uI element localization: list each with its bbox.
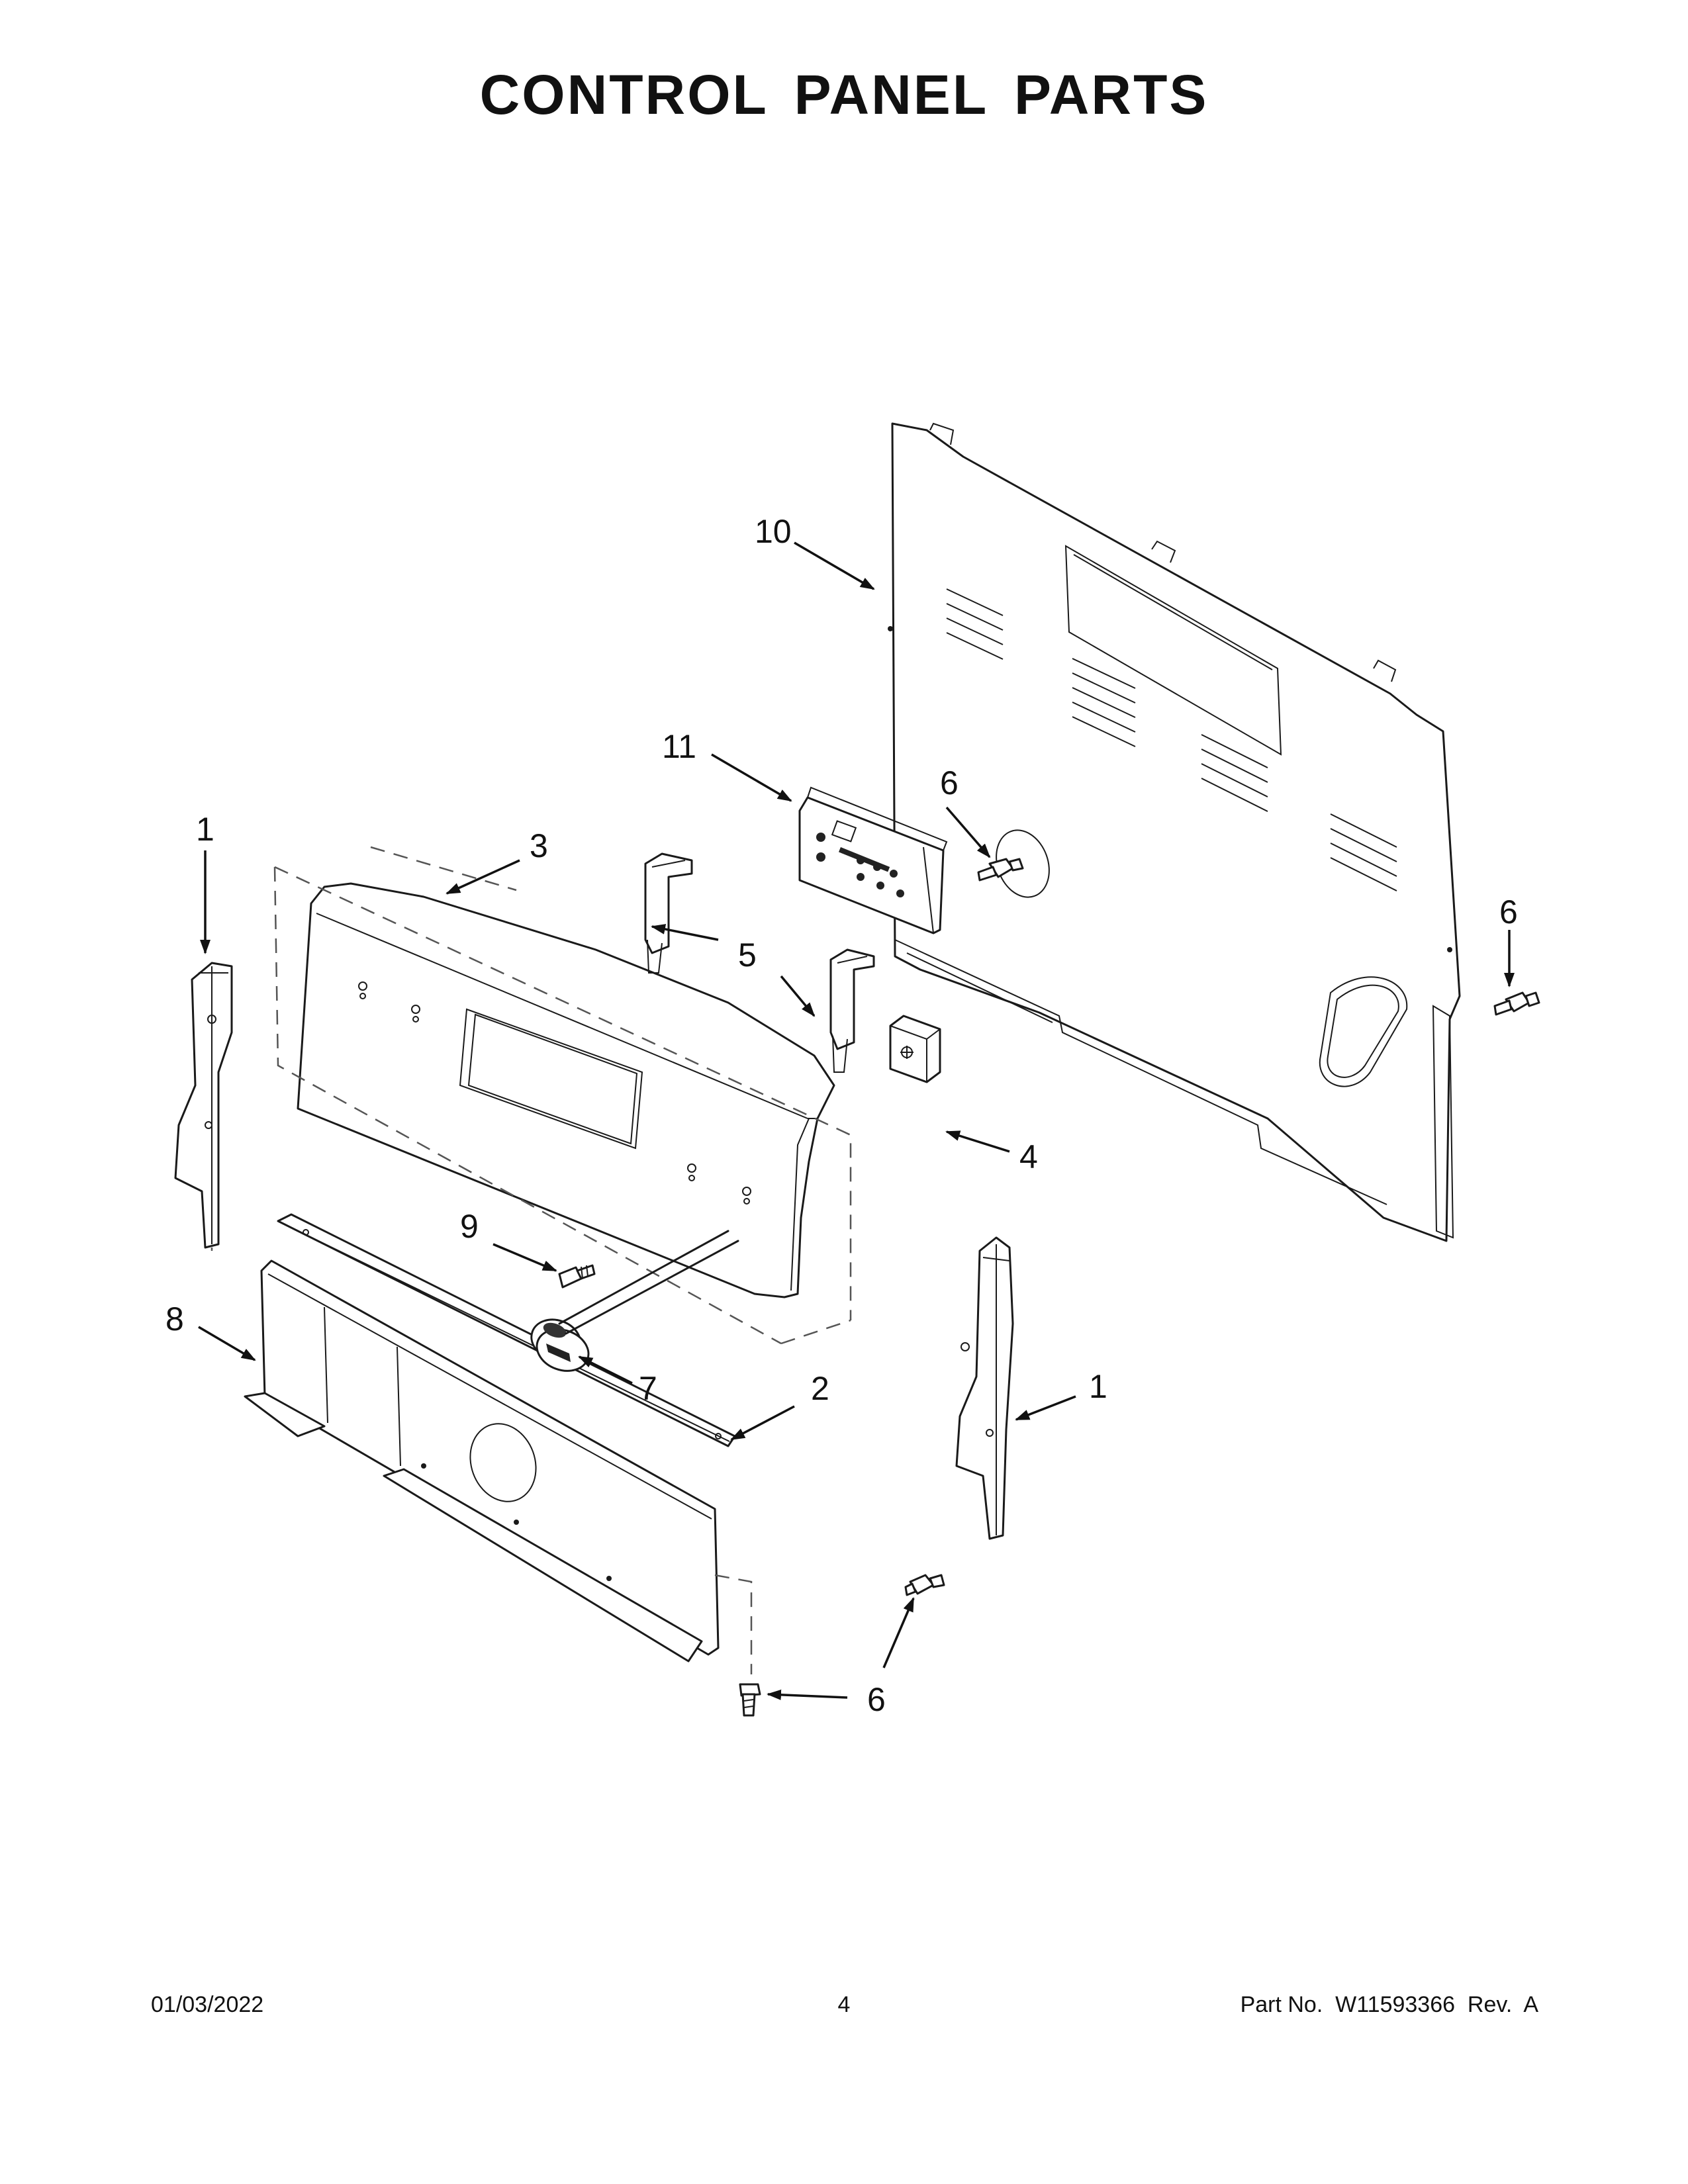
callout-9: 9 [460, 1208, 479, 1245]
callout-4: 4 [1019, 1138, 1038, 1175]
callout-6a: 6 [940, 764, 959, 801]
screw-part-6d [739, 1683, 761, 1717]
callout-1-left: 1 [196, 811, 214, 848]
side-bracket-part-right [955, 1236, 1014, 1540]
page-title: CONTROL PANEL PARTS [479, 64, 1209, 126]
bracket-part-lower [829, 948, 875, 1073]
footer-date: 01/03/2022 [151, 1992, 264, 2017]
screw-part-6b [1493, 991, 1540, 1016]
callout-7: 7 [639, 1370, 657, 1407]
callout-10: 10 [755, 513, 792, 550]
footer-part-number: Part No. W11593366 Rev. A [1240, 1992, 1538, 2017]
callout-3: 3 [530, 827, 548, 864]
switch-module-part [889, 1015, 941, 1083]
screw-part-6a [977, 858, 1024, 882]
leader-arrows [198, 541, 1515, 1700]
screw-part-6c [904, 1574, 945, 1596]
control-board-part [798, 786, 948, 934]
callout-6c: 6 [867, 1681, 886, 1718]
callout-8: 8 [165, 1300, 184, 1338]
rear-panel-part [888, 422, 1461, 1242]
knob-part [530, 1230, 739, 1372]
side-bracket-part-left [174, 962, 233, 1251]
callout-1-right: 1 [1089, 1368, 1107, 1405]
callout-5: 5 [738, 936, 757, 974]
control-console-part [273, 846, 852, 1345]
callout-2: 2 [811, 1370, 829, 1407]
callout-6b: 6 [1499, 893, 1518, 931]
callout-11: 11 [662, 728, 696, 765]
footer-page-number: 4 [837, 1992, 851, 2017]
lower-shield-part [244, 1259, 753, 1674]
screw-part-9 [558, 1264, 596, 1289]
bracket-part-upper [644, 852, 693, 974]
